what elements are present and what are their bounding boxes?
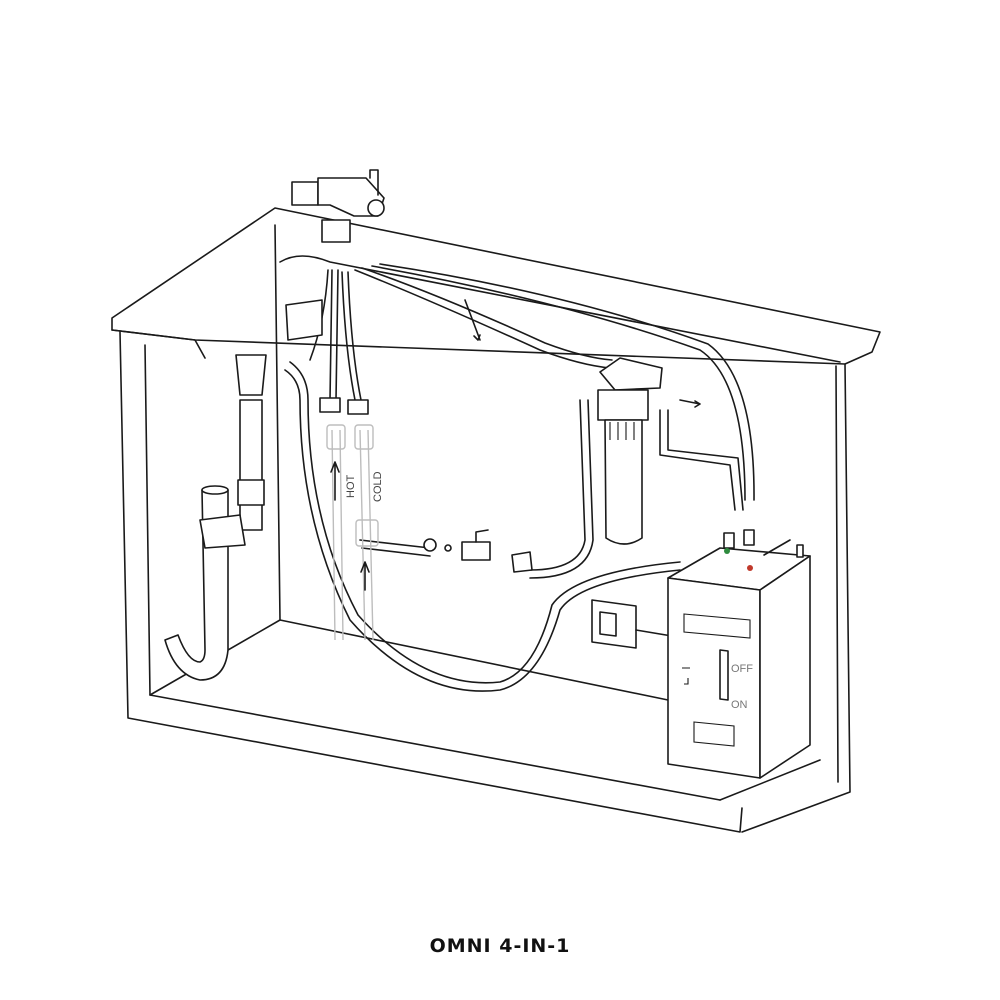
tap — [291, 169, 385, 243]
boiler-unit — [667, 529, 811, 779]
on-label: ON — [731, 699, 748, 711]
diagram-title: OMNI 4-IN-1 — [429, 935, 571, 957]
drain-pipes — [164, 299, 323, 681]
hot-label: HOT — [345, 475, 357, 499]
supply-pipes — [326, 424, 379, 641]
cabinet — [111, 207, 881, 833]
water-filter — [597, 357, 663, 545]
hoses — [284, 263, 755, 692]
valves — [423, 529, 533, 573]
wall-socket — [591, 599, 673, 649]
cold-label: COLD — [372, 471, 384, 502]
off-label: OFF — [731, 663, 753, 675]
